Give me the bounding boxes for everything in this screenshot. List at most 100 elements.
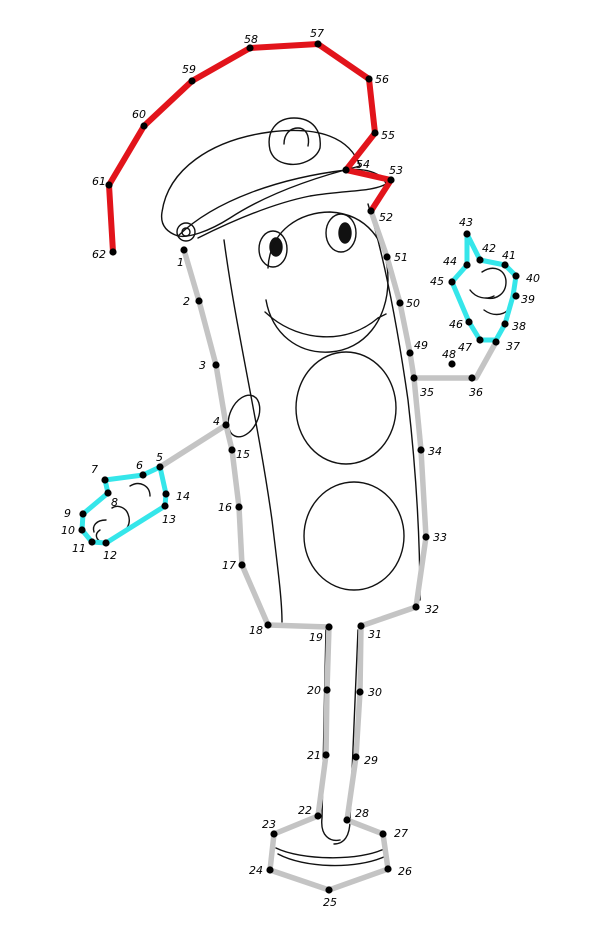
dot-label-36: 36 — [469, 386, 483, 399]
dot-29 — [352, 753, 360, 761]
dot-61 — [105, 181, 113, 189]
dot-28 — [343, 816, 351, 824]
dot-label-25: 25 — [323, 896, 337, 909]
dot-label-22: 22 — [298, 804, 312, 817]
dot-label-4: 4 — [213, 415, 220, 428]
dot-label-40: 40 — [526, 272, 540, 285]
dot-label-21: 21 — [307, 749, 321, 762]
dot-2 — [195, 297, 203, 305]
dot-21 — [322, 751, 330, 759]
dot-47 — [476, 336, 484, 344]
dot-30 — [356, 688, 364, 696]
dot-label-7: 7 — [91, 463, 98, 476]
dot-18 — [264, 621, 272, 629]
dot-label-1: 1 — [177, 256, 184, 269]
dot-17 — [238, 561, 246, 569]
dot-label-12: 12 — [103, 549, 117, 562]
dot-48 — [448, 360, 456, 368]
dot-label-39: 39 — [521, 293, 535, 306]
dot-59 — [188, 77, 196, 85]
dot-label-11: 11 — [72, 542, 86, 555]
dot-label-49: 49 — [414, 339, 428, 352]
dot-label-6: 6 — [136, 459, 143, 472]
dot-57 — [314, 40, 322, 48]
dot-label-55: 55 — [381, 129, 395, 142]
dot-label-33: 33 — [433, 531, 447, 544]
dot-10 — [78, 526, 86, 534]
dot-34 — [417, 446, 425, 454]
dot-label-38: 38 — [512, 320, 526, 333]
dot-label-15: 15 — [236, 448, 250, 461]
connected-path-gray — [157, 208, 499, 893]
dot-58 — [246, 44, 254, 52]
dot-label-19: 19 — [309, 631, 323, 644]
dot-label-26: 26 — [398, 865, 412, 878]
dot-label-28: 28 — [355, 807, 369, 820]
dot-25 — [325, 886, 333, 894]
dot-22 — [314, 812, 322, 820]
dot-label-3: 3 — [199, 359, 206, 372]
dot-44 — [463, 261, 471, 269]
dot-36 — [468, 374, 476, 382]
dot-label-35: 35 — [420, 386, 434, 399]
dot-label-61: 61 — [92, 175, 106, 188]
dot-46 — [465, 318, 473, 326]
dot-label-60: 60 — [132, 108, 146, 121]
dot-24 — [266, 866, 274, 874]
dot-42 — [476, 256, 484, 264]
dot-39 — [512, 292, 520, 300]
dot-9 — [79, 510, 87, 518]
dot-label-58: 58 — [244, 33, 258, 46]
dot-label-9: 9 — [64, 507, 71, 520]
dot-35 — [410, 374, 418, 382]
dot-label-57: 57 — [310, 27, 324, 40]
dot-13 — [161, 502, 169, 510]
dot-label-52: 52 — [379, 211, 393, 224]
dot-23 — [270, 830, 278, 838]
dot-label-45: 45 — [430, 275, 444, 288]
dot-label-53: 53 — [389, 164, 403, 177]
connected-path-right-hand — [449, 231, 519, 343]
dot-label-10: 10 — [61, 524, 75, 537]
dot-label-56: 56 — [375, 73, 389, 86]
dot-55 — [371, 129, 379, 137]
dot-label-5: 5 — [156, 451, 163, 464]
dot-51 — [383, 253, 391, 261]
dot-54 — [342, 166, 350, 174]
dot-56 — [365, 75, 373, 83]
dot-label-14: 14 — [176, 490, 190, 503]
dot-label-31: 31 — [368, 628, 382, 641]
dot-label-46: 46 — [449, 318, 463, 331]
dot-50 — [396, 299, 404, 307]
dot-label-42: 42 — [482, 242, 496, 255]
dot-label-48: 48 — [442, 348, 456, 361]
dot-label-54: 54 — [356, 158, 370, 171]
dot-20 — [323, 686, 331, 694]
dot-label-8: 8 — [111, 496, 118, 509]
dot-label-62: 62 — [92, 248, 106, 261]
dot-40 — [512, 272, 520, 280]
dot-label-59: 59 — [182, 63, 196, 76]
dot-label-27: 27 — [394, 827, 408, 840]
dot-53 — [387, 176, 395, 184]
dot-label-30: 30 — [368, 686, 382, 699]
dot-label-41: 41 — [502, 249, 516, 262]
dot-33 — [422, 533, 430, 541]
dot-14 — [162, 490, 170, 498]
dot-label-24: 24 — [249, 864, 263, 877]
dot-label-20: 20 — [307, 684, 321, 697]
dot-6 — [139, 471, 147, 479]
dot-32 — [412, 603, 420, 611]
dot-26 — [384, 865, 392, 873]
dot-label-13: 13 — [162, 513, 176, 526]
dot-5 — [156, 463, 164, 471]
dot-label-43: 43 — [459, 216, 473, 229]
dot-1 — [180, 246, 188, 254]
dot-label-37: 37 — [506, 340, 520, 353]
dot-label-44: 44 — [443, 255, 457, 268]
character-outline — [92, 117, 509, 867]
dot-label-17: 17 — [222, 559, 236, 572]
dot-16 — [235, 503, 243, 511]
dot-15 — [228, 446, 236, 454]
